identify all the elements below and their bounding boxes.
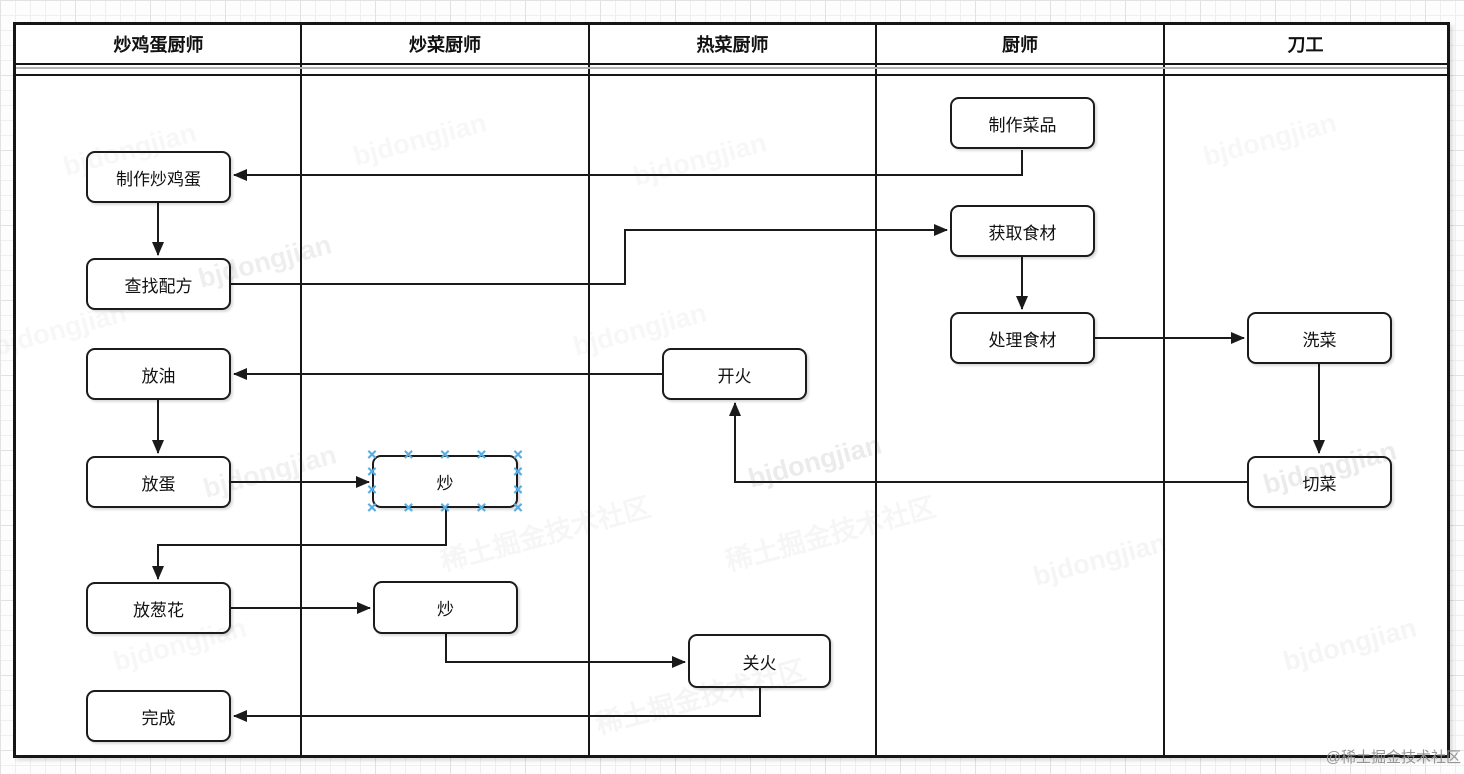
credit-text: @稀土掘金技术社区	[1325, 749, 1461, 766]
lane-title-knife-work[interactable]: 刀工	[1287, 35, 1324, 55]
selection-handle[interactable]: ×	[476, 444, 487, 464]
lane-divider-2	[588, 25, 590, 755]
pool-header-line-3	[16, 74, 1447, 76]
pool-header-line-2	[16, 67, 1447, 69]
node-add-scallion[interactable]: 放葱花	[86, 582, 231, 634]
selection-handle[interactable]: ×	[476, 497, 487, 517]
edge-turn-off-fire-to-done[interactable]	[233, 688, 761, 722]
selection-handle[interactable]: ×	[440, 444, 450, 464]
node-get-ingredients[interactable]: 获取食材	[950, 205, 1095, 257]
node-cut-vegetables[interactable]: 切菜	[1247, 456, 1392, 508]
lane-title-scrambled-egg-chef[interactable]: 炒鸡蛋厨师	[113, 35, 204, 55]
selection-handle[interactable]: ×	[367, 462, 377, 482]
node-find-recipe[interactable]: 查找配方	[86, 258, 231, 310]
lane-title-chef[interactable]: 厨师	[1002, 35, 1038, 55]
lane-divider-1	[300, 25, 302, 755]
edge-find-recipe-to-get-ingredients[interactable]	[231, 224, 948, 285]
lane-divider-3	[875, 25, 877, 755]
selection-handle[interactable]: ×	[513, 497, 523, 517]
node-turn-on-fire[interactable]: 开火	[662, 348, 807, 400]
selection-handle[interactable]: ×	[513, 444, 523, 464]
node-make-dish[interactable]: 制作菜品	[950, 97, 1095, 149]
node-stir-fry-1[interactable]: 炒	[372, 455, 518, 508]
edge-make-dish-to-make-scrambled-eggs[interactable]	[233, 150, 1023, 181]
selection-handle[interactable]: ×	[367, 444, 377, 464]
selection-handle[interactable]: ×	[513, 462, 523, 482]
node-process-ingredients[interactable]: 处理食材	[950, 312, 1095, 364]
selection-handle[interactable]: ×	[403, 444, 414, 464]
node-make-scrambled-eggs[interactable]: 制作炒鸡蛋	[86, 151, 231, 203]
lane-title-hot-dish-chef[interactable]: 热菜厨师	[696, 35, 769, 55]
node-wash-vegetables[interactable]: 洗菜	[1247, 312, 1392, 364]
selection-handle[interactable]: ×	[440, 497, 450, 517]
edge-stir-fry-1-to-add-scallion[interactable]	[152, 508, 447, 580]
node-turn-off-fire[interactable]: 关火	[688, 634, 831, 688]
selection-handle[interactable]: ×	[403, 497, 414, 517]
edge-cut-vegetables-to-turn-on-fire[interactable]	[729, 402, 1247, 483]
node-add-egg[interactable]: 放蛋	[86, 456, 231, 508]
node-done[interactable]: 完成	[86, 690, 231, 742]
lane-title-stirfry-chef[interactable]: 炒菜厨师	[409, 35, 481, 55]
pool-header-line-1	[16, 63, 1447, 65]
selection-handle[interactable]: ×	[367, 479, 377, 499]
lane-divider-4	[1163, 25, 1165, 755]
node-add-oil[interactable]: 放油	[86, 348, 231, 400]
selection-handle[interactable]: ×	[367, 497, 377, 517]
selection-handle[interactable]: ×	[513, 479, 523, 499]
edge-stir-fry-2-to-turn-off-fire[interactable]	[445, 634, 686, 668]
node-stir-fry-2[interactable]: 炒	[373, 581, 518, 634]
